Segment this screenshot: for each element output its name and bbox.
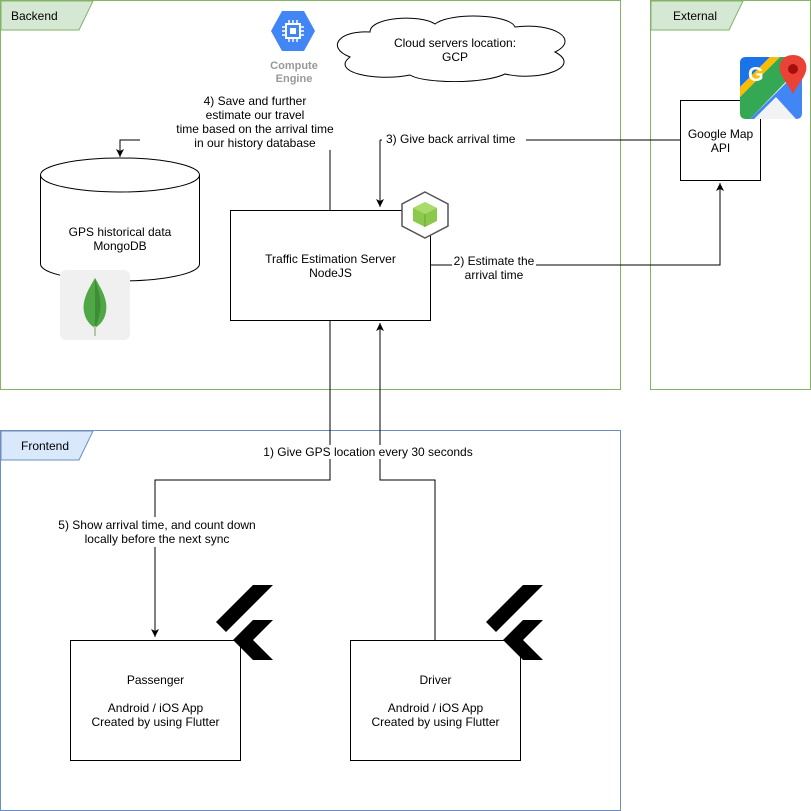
external-label: External	[673, 9, 718, 23]
edge-label-step2: 2) Estimate the arrival time	[452, 254, 536, 282]
edge-label-step4: 4) Save and further estimate our travel …	[140, 94, 370, 150]
flutter-icon-driver	[486, 585, 544, 660]
passenger-label-line1: Passenger	[126, 672, 185, 687]
edge-label-step5: 5) Show arrival time, and count down loc…	[50, 518, 264, 546]
nodejs-icon	[399, 190, 451, 240]
server-label-line1: Traffic Estimation Server	[265, 251, 396, 266]
backend-tab: Backend	[1, 1, 96, 31]
passenger-label-line4: Created by using Flutter	[91, 714, 220, 729]
map-api-label-line1: Google Map	[687, 126, 754, 141]
driver-app: Driver Android / iOS App Created by usin…	[350, 640, 521, 761]
google-maps-icon: G	[740, 55, 808, 120]
gps-database: GPS historical data MongoDB	[40, 157, 200, 282]
compute-engine-label: Compute Engine	[270, 60, 318, 85]
svg-text:G: G	[748, 64, 764, 86]
external-tab: External	[651, 1, 746, 31]
flutter-icon-passenger	[216, 585, 274, 660]
driver-label-line3: Android / iOS App	[387, 700, 484, 715]
cloud-label-line2: GCP	[441, 50, 468, 64]
edge-label-step3: 3) Give back arrival time	[386, 132, 526, 146]
backend-container: Backend	[0, 0, 621, 390]
cloud-label-line1: Cloud servers location:	[393, 36, 517, 50]
edge-label-step1: 1) Give GPS location every 30 seconds	[258, 445, 478, 459]
database-label-line2: MongoDB	[93, 239, 147, 253]
passenger-label-line3: Android / iOS App	[107, 700, 204, 715]
server-label-line2: NodeJS	[309, 265, 352, 280]
cloud-node: Cloud servers location: GCP	[325, 12, 585, 83]
traffic-estimation-server: Traffic Estimation Server NodeJS	[230, 210, 431, 321]
mongodb-icon	[60, 270, 130, 340]
frontend-label: Frontend	[21, 439, 70, 453]
compute-engine-icon	[270, 10, 316, 52]
backend-label: Backend	[11, 9, 58, 23]
passenger-app: Passenger Android / iOS App Created by u…	[70, 640, 241, 761]
driver-label-line4: Created by using Flutter	[371, 714, 500, 729]
map-api-label-line2: API	[710, 140, 731, 155]
frontend-tab: Frontend	[1, 431, 96, 461]
edge-step2	[430, 183, 720, 266]
edge-step1	[376, 323, 436, 640]
edge-step5	[155, 320, 331, 637]
driver-label-line1: Driver	[419, 672, 452, 687]
database-label-line1: GPS historical data	[68, 225, 172, 239]
